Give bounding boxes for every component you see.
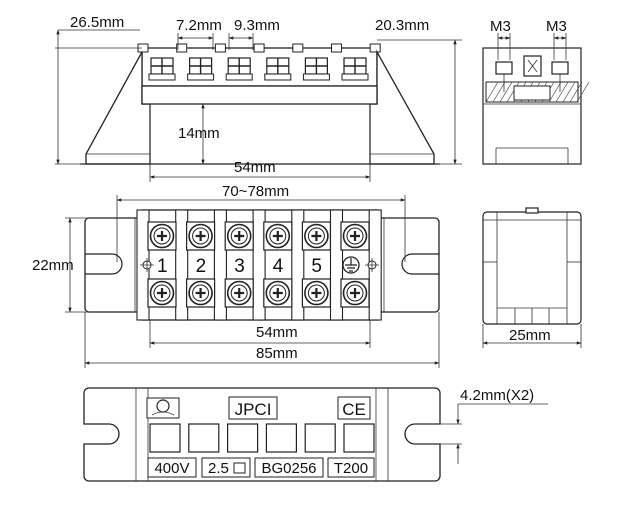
dim-hole: 4.2mm(X2) <box>460 387 534 404</box>
front-separator <box>214 43 226 53</box>
front-right-leg <box>369 49 435 165</box>
bottom-pocket <box>188 423 220 453</box>
terminal-screw-icon <box>149 223 175 249</box>
dim-54-top: 54mm <box>234 159 276 176</box>
rating-voltage: 400V <box>154 460 189 477</box>
top-separator <box>213 209 227 321</box>
bottom-pocket <box>149 423 181 453</box>
right-mount-slot <box>401 253 439 275</box>
terminal-number-4: 4 <box>273 256 284 277</box>
bottom-pocket <box>227 423 259 453</box>
ground-icon <box>342 256 360 274</box>
dim-85: 85mm <box>256 345 298 362</box>
terminal-screw-icon <box>226 280 252 306</box>
terminal-number-1: 1 <box>157 256 168 277</box>
terminal-number-2: 2 <box>196 256 207 277</box>
terminal-screw-icon <box>303 280 329 306</box>
terminal-number-3: 3 <box>234 256 245 277</box>
end-view: 25mm <box>482 207 582 348</box>
m3-right-label: M3 <box>546 18 567 35</box>
m3-left-label: M3 <box>490 18 511 35</box>
front-screw-icon <box>302 57 330 81</box>
rating-section: 2.5 <box>208 460 229 477</box>
front-screw-icon <box>148 57 176 81</box>
terminal-screw-icon <box>149 280 175 306</box>
temperature-rating: T200 <box>334 460 368 477</box>
terminal-screw-icon <box>226 223 252 249</box>
terminal-screw-icon <box>265 280 291 306</box>
terminal-screw-icon <box>303 223 329 249</box>
dim-70-78: 70~78mm <box>222 183 289 200</box>
dim-14: 14mm <box>178 125 220 142</box>
bottom-pocket <box>265 423 297 453</box>
brand-logo-icon <box>146 397 180 419</box>
front-separator <box>176 43 188 53</box>
dim-25: 25mm <box>509 327 551 344</box>
top-view: 1 2 3 4 5 70~78mm 22mm 54mm <box>32 183 440 368</box>
top-separator <box>175 209 189 321</box>
terminal-number-5: 5 <box>311 256 322 277</box>
top-separator <box>252 209 266 321</box>
dim-9-3: 9.3mm <box>234 17 280 34</box>
dim-22: 22mm <box>32 257 74 274</box>
left-hole-marker <box>140 258 154 272</box>
front-screw-icon <box>225 57 253 81</box>
front-screw-icon <box>264 57 292 81</box>
bottom-pocket <box>343 423 375 453</box>
end-outline <box>482 211 582 325</box>
terminal-screw-icon <box>188 223 214 249</box>
model-number: BG0256 <box>261 460 316 477</box>
terminal-screw-icon <box>265 223 291 249</box>
terminal-screw-icon <box>342 223 368 249</box>
top-separator <box>291 209 305 321</box>
dim-7-2: 7.2mm <box>176 17 222 34</box>
dim-20-3: 20.3mm <box>375 17 429 34</box>
front-separator <box>369 43 381 53</box>
front-separator <box>331 43 342 53</box>
ce-mark: CE <box>342 400 366 419</box>
front-left-leg <box>85 51 151 165</box>
left-mount-slot <box>85 253 123 275</box>
front-screw-icon <box>187 57 215 81</box>
front-view: 26.5mm 7.2mm 9.3mm 20.3mm 14mm 54mm <box>55 14 462 182</box>
front-screw-block <box>141 47 378 87</box>
front-separator <box>253 43 265 53</box>
bottom-pocket <box>304 423 336 453</box>
bottom-view: JPCI CE 400V 2.5 BG0256 T200 4.2mm(X2) <box>83 387 548 482</box>
dim-54: 54mm <box>256 324 298 341</box>
brand-text: JPCI <box>235 400 272 419</box>
side-section-view: M3 M3 <box>482 18 590 165</box>
front-base-bar <box>141 85 378 105</box>
right-hole-marker <box>365 258 379 272</box>
terminal-screw-icon <box>188 280 214 306</box>
dim-26-5: 26.5mm <box>70 14 124 31</box>
front-screw-icon <box>341 57 369 81</box>
square-symbol-icon <box>233 462 246 474</box>
terminal-screw-icon <box>342 280 368 306</box>
front-separator <box>292 43 304 53</box>
